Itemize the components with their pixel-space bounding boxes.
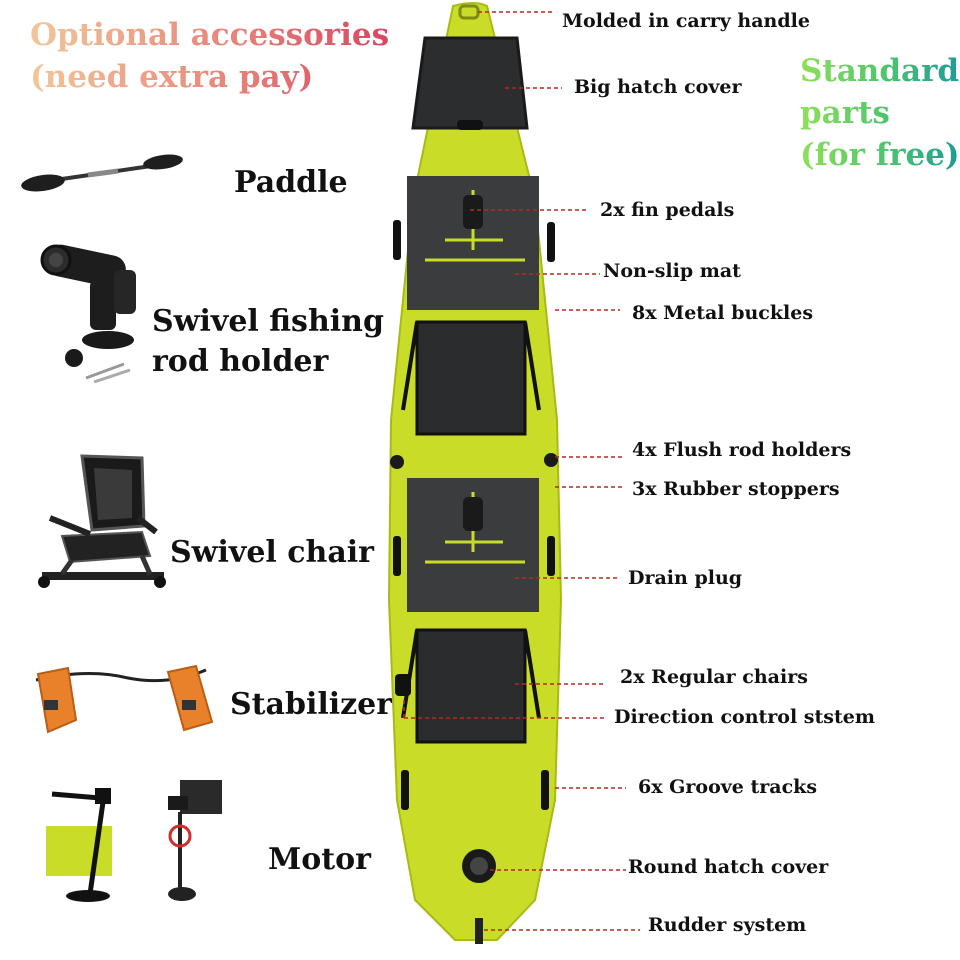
swivel-chair-label: Swivel chair (170, 535, 374, 570)
part-label-non-slip-mat: Non-slip mat (603, 260, 741, 282)
part-label-rubber-stoppers: 3x Rubber stoppers (632, 478, 840, 500)
part-label-rudder: Rudder system (648, 914, 807, 936)
part-label-flush-rod-holders: 4x Flush rod holders (632, 439, 852, 461)
part-label-fin-pedals: 2x fin pedals (600, 199, 735, 221)
part-label-metal-buckles: 8x Metal buckles (632, 302, 814, 324)
part-label-round-hatch: Round hatch cover (628, 856, 829, 878)
paddle-label: Paddle (234, 165, 348, 200)
rod-holder-label: Swivel fishing rod holder (152, 302, 384, 382)
stabilizer-label: Stabilizer (230, 687, 393, 722)
part-label-big-hatch: Big hatch cover (574, 76, 742, 98)
rod-holder-label-line2: rod holder (152, 344, 329, 379)
part-label-carry-handle: Molded in carry handle (562, 10, 810, 32)
motor-image (46, 780, 222, 902)
part-label-drain-plug: Drain plug (628, 567, 743, 589)
swivel-chair-image (38, 454, 166, 588)
rod-holder-label-line1: Swivel fishing (152, 304, 384, 339)
paddle-image (21, 154, 183, 192)
kayak-image (387, 2, 563, 944)
part-label-regular-chairs: 2x Regular chairs (620, 666, 808, 688)
part-label-groove-tracks: 6x Groove tracks (638, 776, 818, 798)
motor-label: Motor (268, 842, 371, 877)
rod-holder-image (40, 244, 136, 384)
part-label-direction-control: Direction control ststem (614, 706, 875, 728)
stabilizer-image (35, 664, 214, 734)
